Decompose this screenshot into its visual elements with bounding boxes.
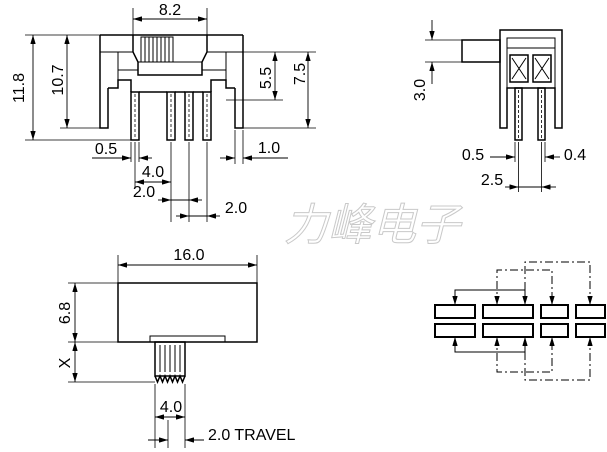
top-knob-serration xyxy=(154,374,186,384)
pad-top-3 xyxy=(540,304,569,319)
front-left-leg xyxy=(99,35,109,129)
dim-label-4-0-top: 4.0 xyxy=(160,399,182,416)
dim-label-2-5: 2.5 xyxy=(481,172,503,189)
top-view: 16.0 6.8 X 4.0 2.0 TRAVEL xyxy=(57,247,296,448)
side-view: 3.0 0.5 0.4 2.5 xyxy=(412,20,586,192)
front-right-leg xyxy=(234,35,244,129)
top-body xyxy=(117,282,258,343)
ext-3-0 xyxy=(425,39,462,63)
dim-label-x: X xyxy=(57,357,74,368)
side-inner-frame xyxy=(506,37,556,89)
top-actuator-slot xyxy=(149,335,226,343)
dim-label-6-8: 6.8 xyxy=(57,302,74,324)
pad-bottom-4 xyxy=(575,323,606,338)
front-right-step xyxy=(210,79,235,92)
pad-bottom-1 xyxy=(434,323,476,338)
watermark: 力峰电子 xyxy=(284,200,463,251)
front-inner-walls xyxy=(117,52,227,80)
side-pin-2 xyxy=(537,87,546,141)
side-contact-2-spring xyxy=(534,57,550,80)
front-pin-2 xyxy=(166,91,176,141)
side-contact-1 xyxy=(509,54,529,83)
front-pin-4 xyxy=(202,91,212,141)
front-actuator xyxy=(132,35,208,76)
side-contact-1-spring xyxy=(511,57,527,80)
connection-bottom-dashdot-2 xyxy=(524,337,593,381)
front-pin-3 xyxy=(184,91,194,141)
side-pin-1 xyxy=(514,87,523,141)
dim-label-7-5: 7.5 xyxy=(292,63,309,85)
ext-top-heights xyxy=(68,282,155,383)
front-left-step xyxy=(108,79,132,92)
dim-label-travel: 2.0 TRAVEL xyxy=(208,427,296,444)
pad-bottom-2 xyxy=(482,323,534,338)
dim-label-11-8: 11.8 xyxy=(11,73,28,103)
dim-label-0-5-front: 0.5 xyxy=(95,141,117,158)
dim-label-5-5: 5.5 xyxy=(258,67,275,89)
dim-label-16-0: 16.0 xyxy=(173,247,204,264)
connection-bottom-dashdot-1 xyxy=(494,337,555,373)
front-pin-1 xyxy=(130,91,140,141)
side-contact-2 xyxy=(532,54,552,83)
connection-top-dashdot-1 xyxy=(494,269,555,305)
dim-label-0-4: 0.4 xyxy=(564,147,586,164)
contact-schematic xyxy=(434,261,606,381)
top-knob-ribs xyxy=(159,345,181,372)
connection-top-solid xyxy=(452,289,528,305)
front-view: 8.2 11.8 10.7 5.5 7.5 0.5 4.0 2.0 2.0 xyxy=(11,2,316,222)
dim-label-4-0-front: 4.0 xyxy=(142,164,164,181)
dim-label-1-0: 1.0 xyxy=(258,140,280,157)
side-actuator-knob xyxy=(461,39,501,63)
pad-bottom-3 xyxy=(540,323,569,338)
actuator-grip-ribs xyxy=(144,37,170,62)
connection-bottom-solid xyxy=(452,337,528,353)
side-pin-hatching xyxy=(518,90,542,138)
ext-side-pins xyxy=(514,142,546,192)
pad-top-4 xyxy=(575,304,606,319)
ext-right-heights xyxy=(226,51,316,129)
dim-label-2-0-b: 2.0 xyxy=(225,200,247,217)
front-pin-hatching xyxy=(134,94,208,138)
dim-label-10-7: 10.7 xyxy=(50,64,67,95)
pad-top-2 xyxy=(482,304,534,319)
dim-label-3-0: 3.0 xyxy=(412,79,429,101)
pad-top-1 xyxy=(434,304,476,319)
ext-16-0 xyxy=(117,255,258,283)
dim-label-2-0-a: 2.0 xyxy=(133,184,155,201)
connection-top-dashdot-2 xyxy=(524,261,593,305)
ext-knob-width xyxy=(154,384,186,448)
dim-label-8-2: 8.2 xyxy=(159,2,181,19)
dim-label-0-5-side: 0.5 xyxy=(462,147,484,164)
